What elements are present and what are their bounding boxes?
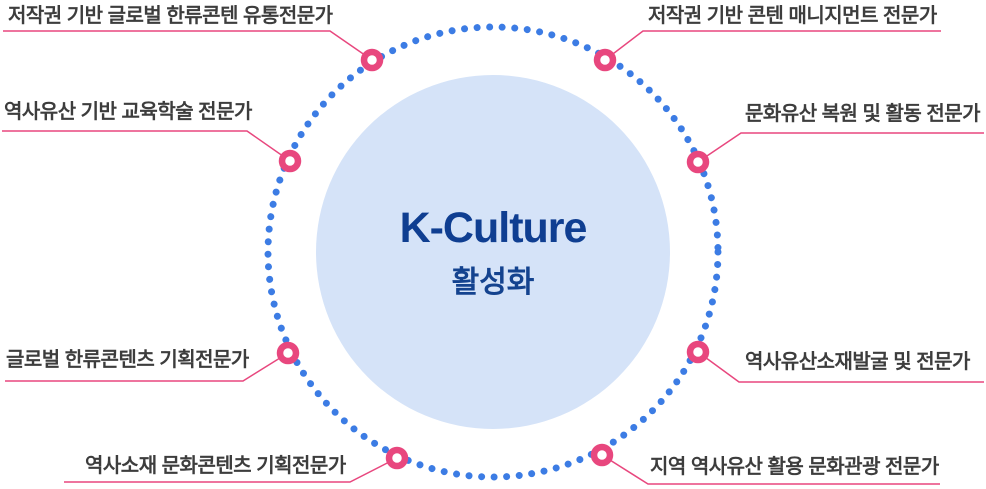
label-top-left: 저작권 기반 글로벌 한류콘텐 유통전문가 <box>8 5 333 27</box>
marker-left-lower <box>276 341 300 365</box>
dotted-ring <box>264 23 722 481</box>
label-left-lower: 글로벌 한류콘텐츠 기획전문가 <box>6 349 249 371</box>
connector-bottom-left <box>64 457 398 483</box>
connector-lines <box>2 30 984 485</box>
label-left-upper: 역사유산 기반 교육학술 전문가 <box>4 101 252 123</box>
label-right-upper: 문화유산 복원 및 활동 전문가 <box>745 103 981 125</box>
marker-top-right <box>593 48 617 72</box>
node-markers <box>276 48 710 470</box>
connector-top-left <box>3 30 373 61</box>
marker-right-upper <box>686 150 710 174</box>
marker-left-upper <box>278 149 302 173</box>
connector-right-upper <box>697 132 984 163</box>
marker-bottom-left <box>385 446 409 470</box>
connector-left-upper <box>2 130 291 162</box>
label-right-lower: 역사유산소재발굴 및 전문가 <box>745 351 970 373</box>
marker-bottom-right <box>590 443 614 467</box>
connector-bottom-right <box>601 454 940 485</box>
connector-left-lower <box>5 352 289 382</box>
label-bottom-right: 지역 역사유산 활용 문화관광 전문가 <box>650 456 939 478</box>
marker-right-lower <box>686 340 710 364</box>
connector-top-right <box>604 30 941 61</box>
label-bottom-left: 역사소재 문화콘텐츠 기획전문가 <box>85 455 346 477</box>
marker-top-left <box>360 48 384 72</box>
center-circle <box>316 75 670 429</box>
label-top-right: 저작권 기반 콘텐 매니지먼트 전문가 <box>648 5 937 27</box>
connector-right-lower <box>697 351 984 383</box>
